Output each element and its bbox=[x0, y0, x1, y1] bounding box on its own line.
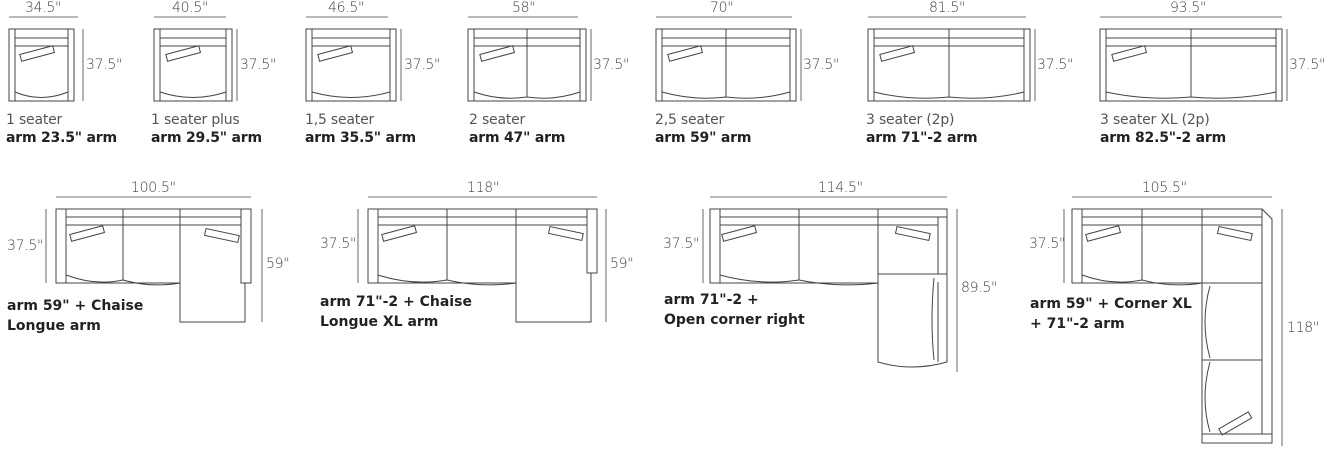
dim-depth: 37.5" bbox=[663, 236, 700, 252]
model-code: arm 59" + Chaise Longue arm bbox=[7, 296, 143, 336]
model-code: arm 59" + Corner XL + 71"-2 arm bbox=[1030, 294, 1192, 334]
dim-length: 59" bbox=[610, 256, 634, 272]
model-code: arm 71"-2 + Chaise Longue XL arm bbox=[320, 292, 472, 332]
sofa-chaise-longue-xl-drawing bbox=[357, 196, 607, 323]
sofa-open-corner-right-drawing bbox=[702, 196, 958, 372]
model-code-line-1: arm 71"-2 + Chaise bbox=[320, 294, 472, 310]
model-name: 3 seater XL (2p) bbox=[1100, 112, 1210, 128]
dim-depth: 37.5" bbox=[404, 57, 441, 73]
dim-length: 118" bbox=[1287, 320, 1319, 336]
model-name: 1,5 seater bbox=[305, 112, 375, 128]
sofa-1-seater-drawing bbox=[8, 16, 84, 102]
dim-depth: 37.5" bbox=[86, 57, 123, 73]
model-code: arm 59" arm bbox=[655, 130, 752, 146]
sofa-1-seater-plus-drawing bbox=[153, 16, 238, 102]
dim-width: 100.5" bbox=[131, 180, 176, 196]
model-code: arm 35.5" arm bbox=[305, 130, 416, 146]
dim-width: 58" bbox=[512, 0, 536, 16]
sofa-3-seater-2p-drawing bbox=[867, 16, 1036, 102]
model-code-line-2: + 71"-2 arm bbox=[1030, 316, 1125, 332]
model-name: 1 seater plus bbox=[151, 112, 240, 128]
model-name: 1 seater bbox=[6, 112, 63, 128]
sofa-chaise-longue-drawing bbox=[45, 196, 263, 323]
model-code-line-2: Longue XL arm bbox=[320, 314, 439, 330]
dim-depth: 37.5" bbox=[1029, 236, 1066, 252]
model-code: arm 23.5" arm bbox=[6, 130, 117, 146]
model-code: arm 47" arm bbox=[469, 130, 566, 146]
model-name: 3 seater (2p) bbox=[866, 112, 955, 128]
dim-depth: 37.5" bbox=[1289, 57, 1326, 73]
dim-width: 118" bbox=[467, 180, 499, 196]
dim-width: 34.5" bbox=[25, 0, 62, 16]
model-code: arm 82.5"-2 arm bbox=[1100, 130, 1227, 146]
dim-depth: 37.5" bbox=[240, 57, 277, 73]
dim-width: 105.5" bbox=[1142, 180, 1187, 196]
model-code: arm 29.5" arm bbox=[151, 130, 262, 146]
dim-width: 70" bbox=[710, 0, 734, 16]
dim-width: 81.5" bbox=[929, 0, 966, 16]
dim-width: 93.5" bbox=[1170, 0, 1207, 16]
model-code-line-1: arm 59" + Chaise bbox=[7, 298, 144, 314]
dim-length: 89.5" bbox=[961, 280, 998, 296]
dim-depth: 37.5" bbox=[1037, 57, 1074, 73]
dim-width: 40.5" bbox=[172, 0, 209, 16]
sofa-3-seater-xl-2p-drawing bbox=[1099, 16, 1288, 102]
model-code-line-1: arm 71"-2 + bbox=[664, 292, 759, 308]
sofa-2-5-seater-drawing bbox=[655, 16, 802, 102]
sofa-2-seater-drawing bbox=[467, 16, 592, 102]
dim-length: 59" bbox=[266, 256, 290, 272]
model-code-line-1: arm 59" + Corner XL bbox=[1030, 296, 1192, 312]
dim-depth: 37.5" bbox=[593, 57, 630, 73]
dim-depth: 37.5" bbox=[320, 236, 357, 252]
dim-depth: 37.5" bbox=[7, 238, 44, 254]
model-code-line-2: Longue arm bbox=[7, 318, 101, 334]
model-code: arm 71"-2 arm bbox=[866, 130, 978, 146]
model-name: 2,5 seater bbox=[655, 112, 725, 128]
dim-depth: 37.5" bbox=[803, 57, 840, 73]
dim-width: 46.5" bbox=[328, 0, 365, 16]
model-name: 2 seater bbox=[469, 112, 526, 128]
model-code-line-2: Open corner right bbox=[664, 312, 805, 328]
sofa-1-5-seater-drawing bbox=[305, 16, 402, 102]
sofa-corner-xl-drawing bbox=[1063, 196, 1283, 446]
model-code: arm 71"-2 + Open corner right bbox=[664, 290, 805, 330]
dim-width: 114.5" bbox=[818, 180, 863, 196]
